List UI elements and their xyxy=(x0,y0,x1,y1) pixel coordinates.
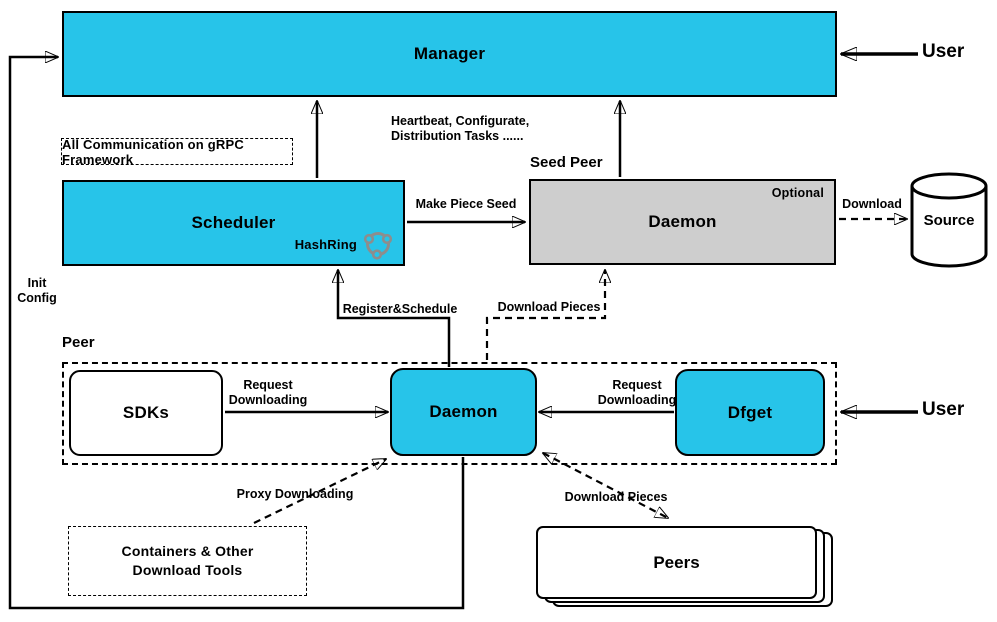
dfget-node: Dfget xyxy=(675,369,825,456)
download-pieces-upper-label: Download Pieces xyxy=(497,300,601,314)
sdks-label: SDKs xyxy=(122,403,170,422)
dfget-label: Dfget xyxy=(727,402,773,422)
sdks-node: SDKs xyxy=(69,370,223,456)
peer-group-label: Peer xyxy=(62,334,95,351)
hashring-badge: HashRing xyxy=(295,227,395,261)
peer-daemon-label: Daemon xyxy=(429,402,498,421)
user-bottom-label: User xyxy=(922,399,965,420)
connector-register-schedule xyxy=(338,270,451,367)
grpc-note-box: All Communication on gRPC Framework xyxy=(61,136,293,167)
peers-node: Peers xyxy=(536,526,817,599)
scheduler-label: Scheduler xyxy=(191,213,276,232)
scheduler-node: Scheduler HashRing xyxy=(62,180,405,266)
init-config-label: Init Config xyxy=(17,276,57,305)
containers-label-line1: Containers & Other xyxy=(121,543,254,559)
source-label: Source xyxy=(923,212,975,229)
manager-label: Manager xyxy=(413,44,486,63)
manager-node: Manager xyxy=(62,11,837,97)
seed-daemon-node: Daemon Optional xyxy=(529,179,836,265)
heartbeat-label: Heartbeat, Configurate, Distribution Tas… xyxy=(391,114,530,143)
grpc-note-label: All Communication on gRPC Framework xyxy=(62,136,244,167)
peers-label: Peers xyxy=(653,552,700,572)
request-downloading-left-label: Request Downloading xyxy=(228,378,308,407)
containers-label-line2: Download Tools xyxy=(132,562,243,578)
download-pieces-lower-label: Download Pieces xyxy=(564,490,668,504)
proxy-downloading-label: Proxy Downloading xyxy=(236,487,354,501)
seed-daemon-label: Daemon xyxy=(648,212,717,231)
request-downloading-right-label: Request Downloading xyxy=(597,378,677,407)
make-piece-seed-label: Make Piece Seed xyxy=(415,197,517,211)
register-schedule-label: Register&Schedule xyxy=(342,302,458,316)
peer-daemon-node: Daemon xyxy=(390,368,537,456)
seed-peer-group-label: Seed Peer xyxy=(530,154,603,171)
download-source-label: Download xyxy=(842,197,902,211)
optional-note: Optional xyxy=(771,186,824,200)
user-top-label: User xyxy=(922,41,965,62)
hashring-label: HashRing xyxy=(294,236,357,252)
hashring-icon xyxy=(363,232,393,260)
connector-download-pieces-upper xyxy=(485,270,605,360)
source-cylinder-icon xyxy=(910,172,988,268)
containers-node: Containers & Other Download Tools xyxy=(68,526,307,596)
